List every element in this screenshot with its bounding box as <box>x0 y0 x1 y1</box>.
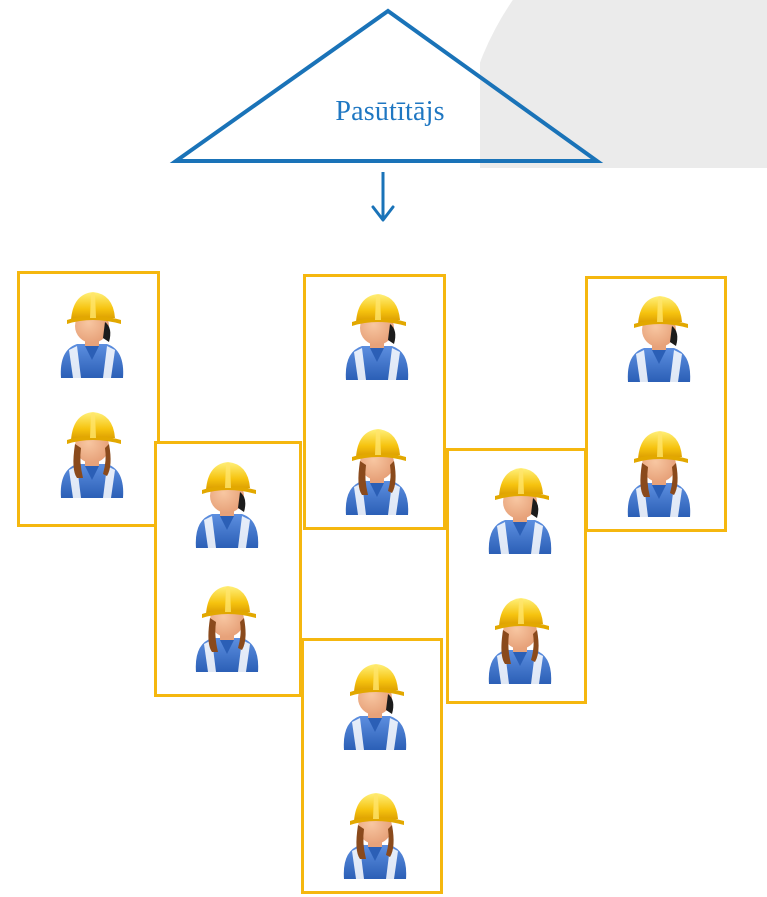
male-worker-icon <box>47 280 137 380</box>
female-worker-icon <box>47 400 137 500</box>
team-box-4 <box>301 638 443 894</box>
female-worker-icon <box>330 781 420 881</box>
client-triangle-shape <box>169 8 604 163</box>
male-worker-icon <box>182 450 272 550</box>
female-worker-icon <box>614 419 704 519</box>
male-worker-icon <box>475 456 565 556</box>
male-worker-icon <box>332 282 422 382</box>
female-worker-icon <box>332 417 422 517</box>
team-box-5 <box>446 448 587 704</box>
female-worker-icon <box>182 574 272 674</box>
female-worker-icon <box>475 586 565 686</box>
client-label: Pasūtītājs <box>335 96 445 127</box>
team-box-6 <box>585 276 727 532</box>
team-box-1 <box>17 271 160 527</box>
team-box-3 <box>303 274 446 530</box>
male-worker-icon <box>614 284 704 384</box>
down-arrow-icon <box>371 172 395 222</box>
client-triangle <box>169 8 604 222</box>
team-box-2 <box>154 441 302 697</box>
male-worker-icon <box>330 652 420 752</box>
